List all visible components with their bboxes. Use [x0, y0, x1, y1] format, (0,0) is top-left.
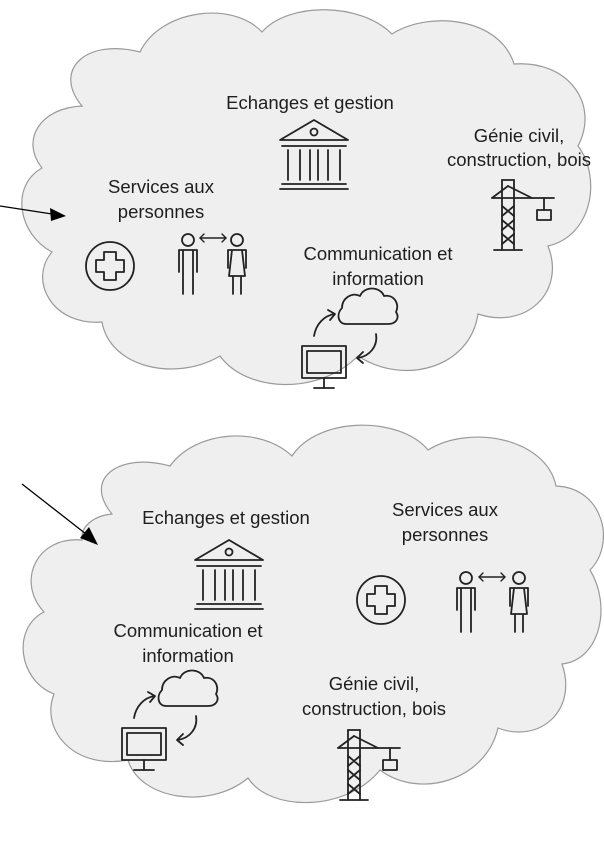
cloud2-services-label-1: Services aux [392, 499, 499, 520]
cloud-1: Echanges et gestion Génie civil, constru… [21, 9, 592, 389]
cloud-1-shape [21, 9, 592, 386]
cloud1-genie-label-2: construction, bois [447, 149, 591, 170]
cloud1-comm-label-2: information [332, 268, 424, 289]
cloud-2-shape [22, 424, 604, 804]
cloud2-genie-label-2: construction, bois [302, 698, 446, 719]
cloud1-echanges-label: Echanges et gestion [226, 92, 394, 113]
cloud2-comm-label-1: Communication et [113, 620, 262, 641]
cloud2-genie-label-1: Génie civil, [329, 673, 419, 694]
cloud1-comm-label-1: Communication et [303, 243, 452, 264]
cloud-2: Echanges et gestion Services aux personn… [22, 424, 604, 804]
cloud1-genie-label-1: Génie civil, [474, 125, 564, 146]
cloud2-services-label-2: personnes [402, 524, 488, 545]
cloud2-comm-label-2: information [142, 645, 234, 666]
cloud1-services-label-2: personnes [118, 201, 204, 222]
pointer-arrow-2 [21, 483, 98, 545]
exchange-arrow-icon [478, 572, 506, 582]
cloud1-services-label-1: Services aux [108, 176, 215, 197]
pointer-arrow-1 [0, 205, 66, 221]
cloud2-echanges-label: Echanges et gestion [142, 507, 310, 528]
exchange-arrow-icon [199, 233, 227, 243]
